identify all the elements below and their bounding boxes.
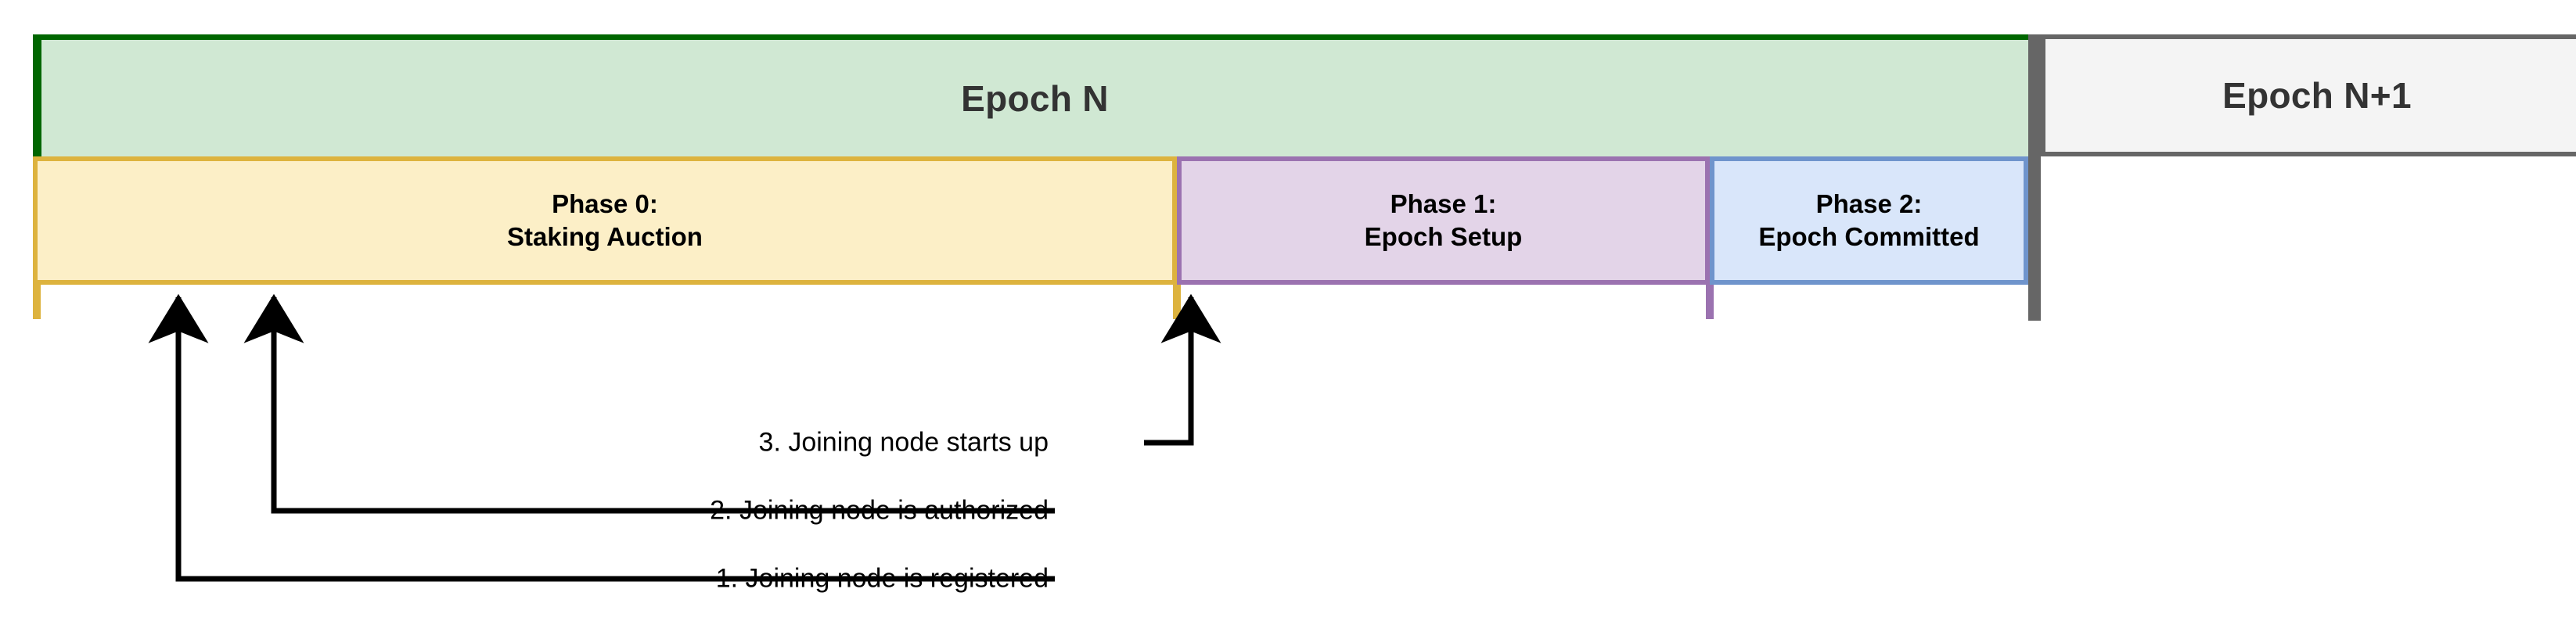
epoch-start-tick	[33, 285, 41, 319]
phase-1-title: Phase 1:	[1390, 189, 1497, 218]
epoch-n-label: Epoch N	[961, 77, 1109, 119]
phase-2-box: Phase 2: Epoch Committed	[1710, 156, 2028, 285]
annotation-label-1: 1. Joining node is registered	[716, 564, 1049, 594]
connector-event-2	[243, 293, 1055, 514]
phase-0-end-tick	[1173, 285, 1181, 319]
epoch-n-bar: Epoch N	[33, 34, 2028, 156]
phase-1-end-tick	[1706, 285, 1714, 319]
phase-0-title: Phase 0:	[552, 189, 658, 218]
annotation-3-text: 3. Joining node starts up	[758, 427, 1049, 458]
phase-2-subtitle: Epoch Committed	[1758, 222, 1980, 251]
phase-2-title: Phase 2:	[1815, 189, 1923, 218]
epoch-n-plus-1-label: Epoch N+1	[2222, 75, 2412, 116]
annotation-label-3: 3. Joining node starts up	[759, 428, 1049, 458]
phase-1-subtitle: Epoch Setup	[1364, 222, 1523, 251]
annotation-1-text: 1. Joining node is registered	[715, 563, 1049, 594]
annotation-label-2: 2. Joining node is authorized	[710, 496, 1049, 526]
connector-event-3	[1144, 293, 1221, 446]
phase-1-box: Phase 1: Epoch Setup	[1177, 156, 1710, 285]
phase-0-subtitle: Staking Auction	[507, 222, 703, 251]
phase-0-box: Phase 0: Staking Auction	[33, 156, 1177, 285]
epoch-n-plus-1-bar: Epoch N+1	[2041, 34, 2576, 156]
epoch-boundary-divider	[2028, 34, 2041, 321]
annotation-2-text: 2. Joining node is authorized	[710, 495, 1049, 526]
